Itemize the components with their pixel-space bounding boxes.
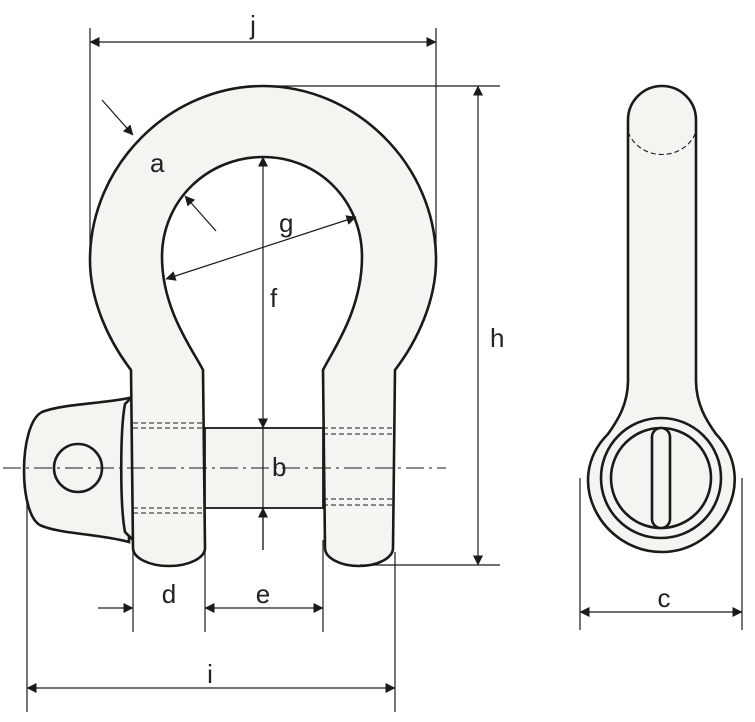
hidden-pin-lines-right	[323, 427, 393, 506]
dim-a-arrow-inner	[184, 195, 217, 232]
dim-f-label: f	[270, 283, 278, 313]
dim-a-label: a	[150, 148, 165, 178]
dim-b-label: b	[272, 452, 286, 482]
hidden-pin-lines-left	[133, 422, 205, 514]
dim-a-arrow-outer	[101, 99, 134, 136]
side-view-hidden-arc	[627, 131, 697, 155]
dim-i-label: i	[207, 659, 213, 689]
dim-d-label: d	[162, 579, 176, 609]
dim-c-label: c	[658, 583, 671, 613]
shackle-bow	[88, 84, 438, 568]
dim-e-label: e	[256, 579, 270, 609]
dim-j-label: j	[249, 10, 256, 40]
dim-h-label: h	[490, 323, 504, 353]
dim-g-line	[165, 215, 357, 281]
side-view-pin-slot	[650, 426, 672, 530]
dim-g-label: g	[279, 208, 293, 238]
